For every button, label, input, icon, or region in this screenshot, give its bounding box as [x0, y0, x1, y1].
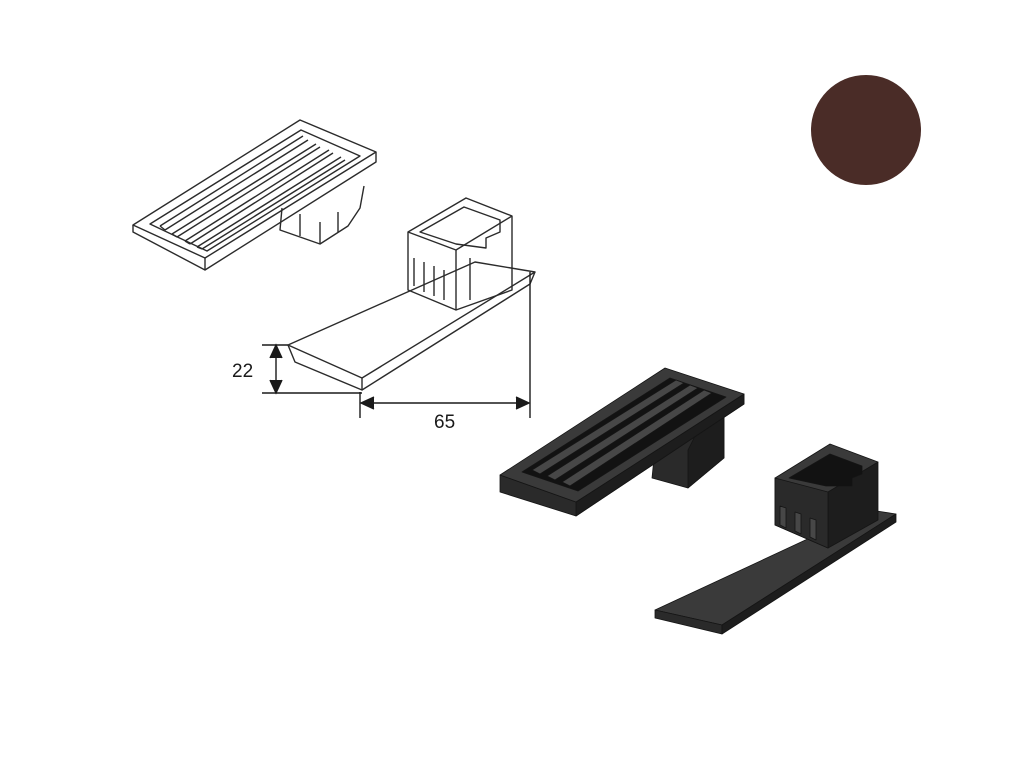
height-dimension-label: 22 — [232, 361, 253, 382]
socket-plate-line-drawing — [287, 197, 536, 391]
length-dimension-label: 65 — [434, 412, 455, 433]
grooved-cap-line-drawing — [132, 119, 377, 271]
color-swatch-circle — [811, 75, 921, 185]
dimension-lines — [262, 272, 531, 418]
grooved-cap-dark-render — [499, 367, 745, 517]
socket-plate-dark-render — [654, 443, 897, 635]
